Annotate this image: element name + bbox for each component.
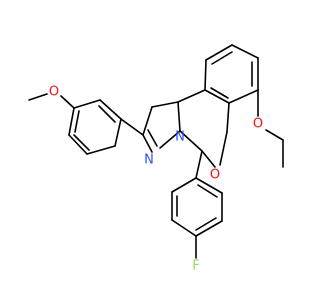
molecule-structure: O O O N N F: [28, 44, 284, 274]
ethoxy-oxygen-label: O: [253, 117, 263, 132]
atom-labels: O O O N N F: [49, 85, 263, 274]
ring-oxygen-label: O: [210, 168, 220, 183]
nitrogen-label-1: N: [144, 153, 154, 168]
nitrogen-label-2: N: [175, 130, 185, 145]
methoxy-oxygen-label: O: [49, 85, 59, 100]
bonds: [28, 44, 284, 259]
fluorine-label: F: [192, 259, 199, 274]
